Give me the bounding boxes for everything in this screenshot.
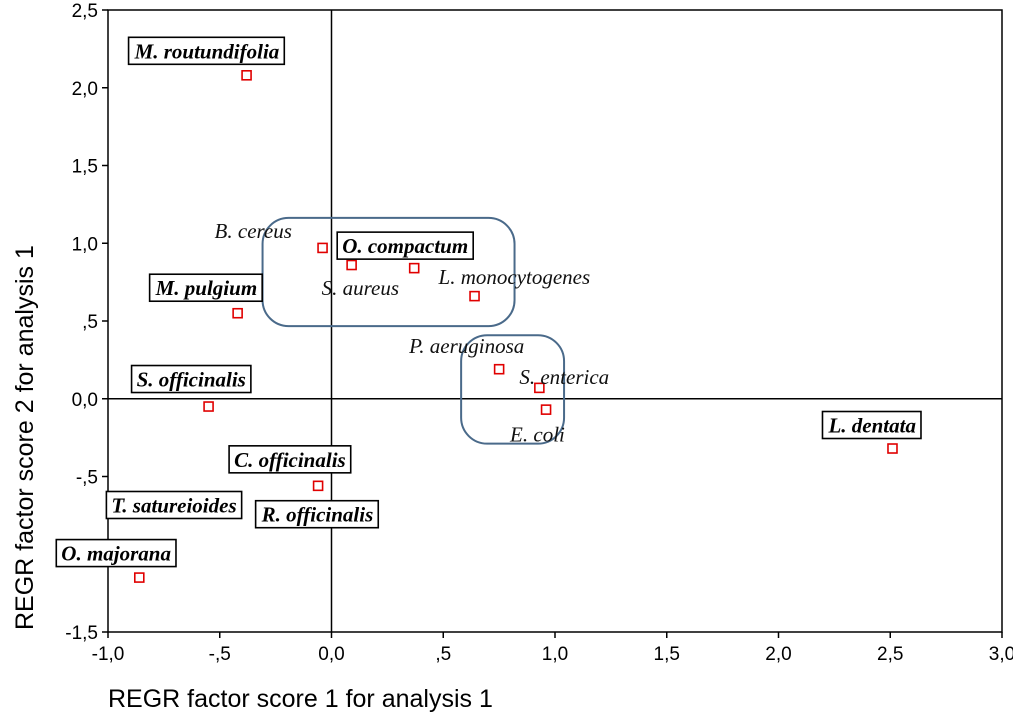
point-label: S. aureus xyxy=(322,276,399,300)
cluster-outline xyxy=(261,216,516,328)
point-marker xyxy=(232,307,243,319)
label-box xyxy=(228,445,352,474)
boxed-label: T. satureioides xyxy=(105,490,243,520)
point-label: P. aeruginosa xyxy=(408,334,524,358)
point-label-text: P. aeruginosa xyxy=(408,334,524,358)
point-marker xyxy=(312,480,324,492)
group-ellipses xyxy=(261,216,566,445)
point-label-text: S. aureus xyxy=(322,276,399,300)
boxed-label: M. pulgium xyxy=(148,273,263,303)
label-box xyxy=(130,364,252,394)
boxed-label: R. officinalis xyxy=(254,499,380,529)
point-marker xyxy=(346,259,357,271)
point-label-text: B. cereus xyxy=(215,219,292,243)
x-tick-label: 1,5 xyxy=(654,644,680,665)
y-tick-label: 2,5 xyxy=(72,1,98,22)
point-label-text: S. enterica xyxy=(519,365,609,389)
plot-frame xyxy=(107,9,1003,633)
boxed-label: C. officinalis xyxy=(228,445,352,474)
point-label: E. coli xyxy=(509,423,565,447)
point-label-text: O. majorana xyxy=(61,542,171,566)
x-tick-label: -1,0 xyxy=(92,644,125,665)
x-tick-label: 2,0 xyxy=(765,644,791,665)
point-label-text: T. satureioides xyxy=(111,493,236,517)
x-tick-label: ,5 xyxy=(435,644,451,665)
label-box xyxy=(821,410,922,440)
y-tick-label: 0,0 xyxy=(72,390,98,411)
label-box xyxy=(336,231,474,260)
label-box xyxy=(254,499,380,529)
point-label: B. cereus xyxy=(215,219,292,243)
point-label-text: R. officinalis xyxy=(261,503,374,527)
x-tick-label: -,5 xyxy=(209,644,231,665)
point-labels: M. routundifolia B. cereus O. compactum S. … xyxy=(55,36,922,568)
x-axis-title: REGR factor score 1 for analysis 1 xyxy=(108,685,493,713)
point-label-text: O. compactum xyxy=(342,234,468,258)
reference-lines xyxy=(108,10,1002,632)
point-label-text: C. officinalis xyxy=(234,448,346,472)
point-label: S. enterica xyxy=(519,365,609,389)
point-label-text: S. officinalis xyxy=(137,368,246,392)
x-tick-label: 2,5 xyxy=(877,644,903,665)
boxed-label: L. dentata xyxy=(821,410,922,440)
point-marker xyxy=(469,290,480,302)
x-tick-label: 3,0 xyxy=(989,644,1013,665)
label-box xyxy=(105,490,243,520)
point-marker xyxy=(241,70,252,81)
point-label-text: M. pulgium xyxy=(155,276,258,300)
y-tick-label: -1,5 xyxy=(65,623,98,644)
point-marker xyxy=(203,401,214,412)
point-label-text: M. routundifolia xyxy=(134,39,280,63)
plot-border xyxy=(107,9,1003,633)
x-tick-label: 1,0 xyxy=(542,644,568,665)
point-label: L. monocytogenes xyxy=(438,265,591,289)
point-label-text: L. monocytogenes xyxy=(438,265,591,289)
y-tick-label: 2,0 xyxy=(72,79,98,100)
point-marker xyxy=(133,572,145,583)
boxed-label: O. majorana xyxy=(55,538,177,568)
y-tick-label: 1,0 xyxy=(72,234,98,255)
y-tick-label: -,5 xyxy=(76,468,98,489)
boxed-label: O. compactum xyxy=(336,231,474,260)
point-marker xyxy=(540,404,552,415)
x-tick-label: 0,0 xyxy=(318,644,344,665)
cluster-outline xyxy=(460,334,566,445)
data-points xyxy=(133,70,898,583)
point-label-text: L. dentata xyxy=(827,414,916,438)
label-box xyxy=(127,36,286,66)
y-axis-title: REGR factor score 2 for analysis 1 xyxy=(11,245,39,630)
boxed-label: S. officinalis xyxy=(130,364,252,394)
label-box xyxy=(55,538,177,568)
boxed-label: M. routundifolia xyxy=(127,36,286,66)
point-marker xyxy=(493,363,505,375)
point-label-text: E. coli xyxy=(509,423,565,447)
point-marker xyxy=(317,242,328,254)
y-tick-label: ,5 xyxy=(82,312,98,333)
label-box xyxy=(148,273,263,303)
point-marker xyxy=(887,443,898,454)
point-marker xyxy=(408,262,420,274)
point-marker xyxy=(534,382,545,394)
x-axis-ticks: -1,0 -,5 0,0 ,5 1,0 1,5 2,0 2,5 3,0 xyxy=(92,632,1013,665)
y-tick-label: 1,5 xyxy=(72,157,98,178)
